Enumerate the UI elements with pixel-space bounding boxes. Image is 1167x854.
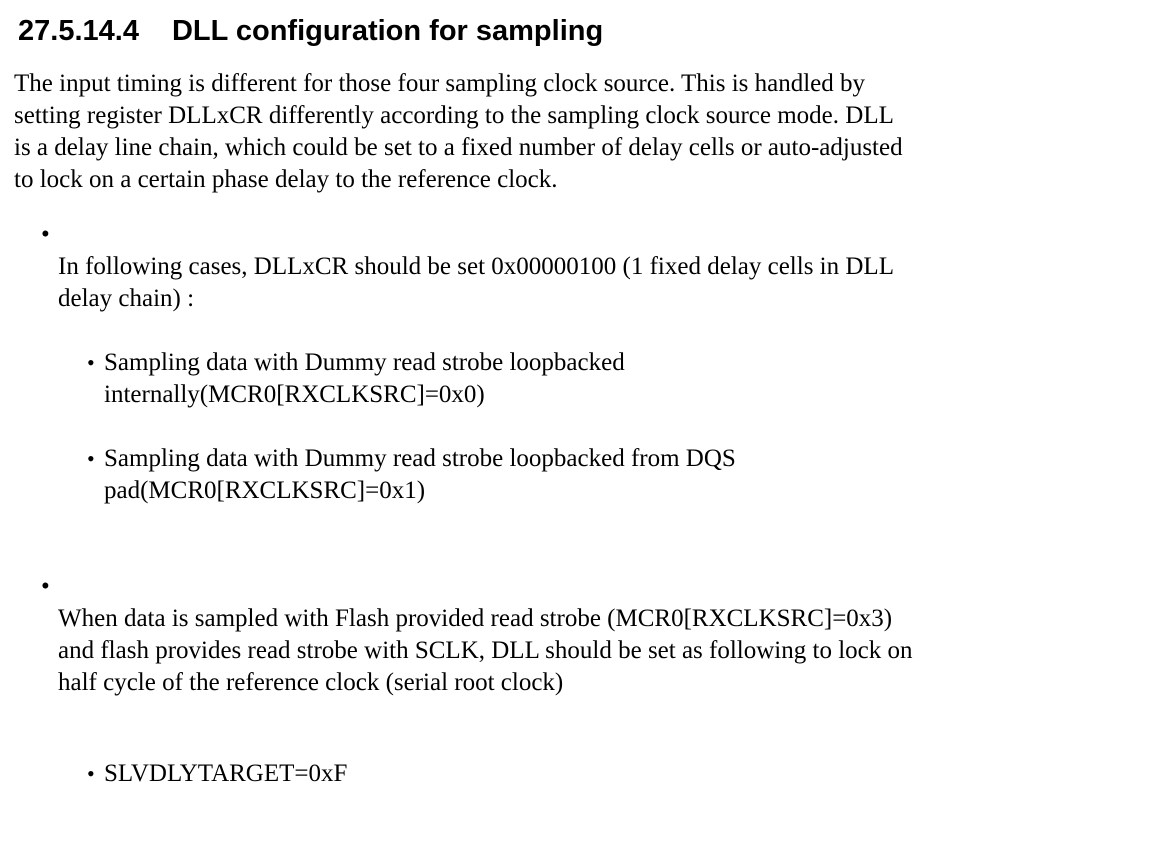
bullet-list: In following cases, DLLxCR should be set…: [14, 219, 1145, 854]
document-page: 27.5.14.4 DLL configuration for sampling…: [0, 0, 1167, 616]
sub-list-item: Sampling data with Dummy read strobe loo…: [58, 443, 1145, 507]
list-item-text: When data is sampled with Flash provided…: [58, 605, 913, 696]
section-heading: 27.5.14.4 DLL configuration for sampling: [18, 14, 1145, 48]
sub-list: Sampling data with Dummy read strobe loo…: [58, 315, 1145, 539]
sub-list-item: SLVDLYTARGET=0xF: [58, 758, 1145, 790]
list-item: When data is sampled with Flash provided…: [14, 571, 1145, 854]
body-paragraph: The input timing is different for those …: [14, 70, 903, 193]
list-item-text: In following cases, DLLxCR should be set…: [58, 253, 894, 312]
section-title: DLL configuration for sampling: [171, 15, 604, 47]
section-number: 27.5.14.4: [18, 15, 139, 47]
sub-list-item: Sampling data with Dummy read strobe loo…: [58, 347, 1145, 411]
list-item: In following cases, DLLxCR should be set…: [14, 219, 1145, 571]
sub-list: SLVDLYTARGET=0xF: [58, 699, 1145, 822]
